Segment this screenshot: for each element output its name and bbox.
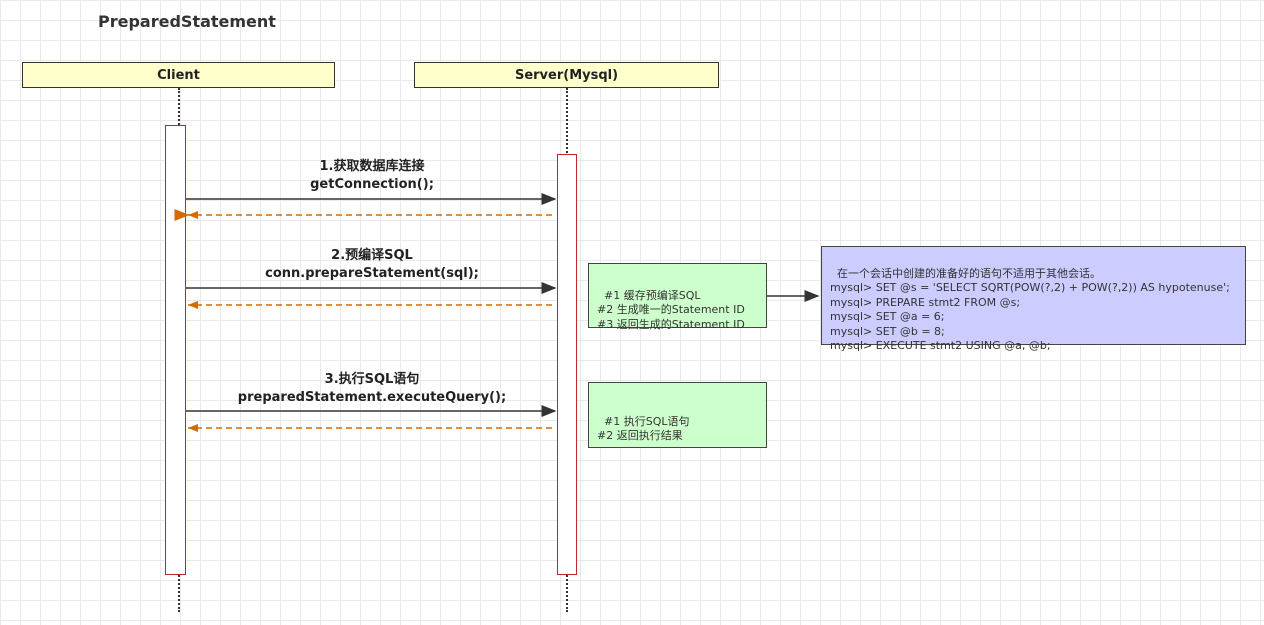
message-3-label: 3.执行SQL语句 preparedStatement.executeQuery… xyxy=(232,371,512,407)
server-activation-bar xyxy=(557,154,577,575)
response-arrowhead-3 xyxy=(188,424,198,432)
message-2-label: 2.预编译SQL conn.prepareStatement(sql); xyxy=(252,247,492,283)
note-mysql-example-text: 在一个会话中创建的准备好的语句不适用于其他会话。 mysql> SET @s =… xyxy=(830,266,1230,353)
client-activation-bar xyxy=(165,125,186,575)
response-arrowhead-1 xyxy=(188,211,198,219)
participant-server[interactable]: Server(Mysql) xyxy=(414,62,719,88)
diagram-title: PreparedStatement xyxy=(98,12,276,31)
note-prepare[interactable]: #1 缓存预编译SQL #2 生成唯一的Statement ID #3 返回生成… xyxy=(588,263,767,331)
note-execute[interactable]: #1 执行SQL语句 #2 返回执行结果 xyxy=(588,382,767,448)
message-1-call: getConnection(); xyxy=(310,177,434,192)
response-arrowhead-2 xyxy=(188,301,198,309)
participant-client[interactable]: Client xyxy=(22,62,335,88)
message-3-title: 3.执行SQL语句 xyxy=(324,372,420,387)
message-1-label: 1.获取数据库连接 getConnection(); xyxy=(272,158,472,194)
message-2-call: conn.prepareStatement(sql); xyxy=(265,266,479,281)
participant-client-label: Client xyxy=(157,67,200,83)
message-2-title: 2.预编译SQL xyxy=(331,248,413,263)
note-prepare-text: #1 缓存预编译SQL #2 生成唯一的Statement ID #3 返回生成… xyxy=(597,288,745,331)
participant-server-label: Server(Mysql) xyxy=(514,67,619,83)
note-execute-text: #1 执行SQL语句 #2 返回执行结果 xyxy=(597,414,690,443)
note-mysql-example[interactable]: 在一个会话中创建的准备好的语句不适用于其他会话。 mysql> SET @s =… xyxy=(821,246,1246,352)
message-1-title: 1.获取数据库连接 xyxy=(319,159,425,174)
message-3-call: preparedStatement.executeQuery(); xyxy=(237,390,507,405)
